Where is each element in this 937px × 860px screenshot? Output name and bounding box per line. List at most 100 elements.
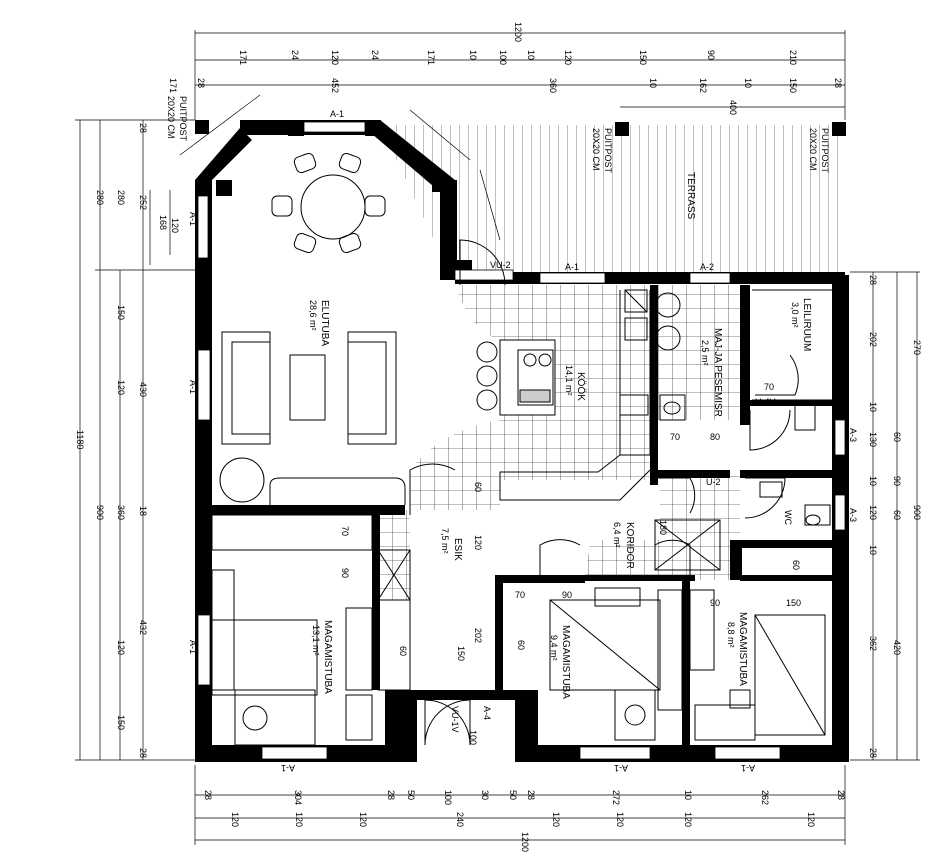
svg-text:150: 150 bbox=[116, 305, 126, 320]
svg-text:240: 240 bbox=[455, 812, 465, 827]
entry-closet bbox=[377, 549, 411, 691]
dims-left: 1180 280 900 280 150 120 360 120 150 28 … bbox=[75, 123, 180, 758]
svg-text:452: 452 bbox=[330, 78, 340, 93]
svg-text:150: 150 bbox=[786, 598, 801, 608]
svg-text:70: 70 bbox=[515, 590, 525, 600]
svg-text:272: 272 bbox=[611, 790, 621, 805]
svg-text:100: 100 bbox=[468, 730, 478, 745]
svg-text:120: 120 bbox=[563, 50, 573, 65]
svg-text:28: 28 bbox=[386, 790, 396, 800]
svg-text:U-4V: U-4V bbox=[755, 397, 776, 407]
post-labels: PUITPOST 20X20 CM PUITPOST 20X20 CM PUIT… bbox=[166, 96, 830, 174]
dims-top: 1200 171 24 120 24 171 10 100 10 120 150… bbox=[168, 22, 843, 115]
svg-text:PUITPOST: PUITPOST bbox=[178, 96, 188, 142]
svg-text:150: 150 bbox=[638, 50, 648, 65]
svg-text:120: 120 bbox=[473, 535, 483, 550]
room-area-mag3: 8,8 m² bbox=[726, 622, 736, 648]
svg-text:24: 24 bbox=[370, 50, 380, 60]
svg-text:420: 420 bbox=[892, 640, 902, 655]
svg-text:900: 900 bbox=[912, 505, 922, 520]
room-name-kook: KÖÖK bbox=[575, 372, 587, 401]
svg-text:10: 10 bbox=[868, 402, 878, 412]
svg-text:150: 150 bbox=[788, 78, 798, 93]
svg-text:150: 150 bbox=[456, 646, 466, 661]
room-name-mag2: MAGAMISTUBA bbox=[560, 625, 571, 699]
svg-text:28: 28 bbox=[526, 790, 536, 800]
svg-text:60: 60 bbox=[892, 432, 902, 442]
svg-text:432: 432 bbox=[138, 620, 148, 635]
svg-text:24: 24 bbox=[290, 50, 300, 60]
svg-text:28: 28 bbox=[868, 748, 878, 758]
svg-text:162: 162 bbox=[698, 78, 708, 93]
svg-text:A-3: A-3 bbox=[848, 508, 858, 522]
svg-text:171: 171 bbox=[426, 50, 436, 65]
svg-text:900: 900 bbox=[95, 505, 105, 520]
svg-text:360: 360 bbox=[548, 78, 558, 93]
svg-text:VU-2: VU-2 bbox=[490, 260, 511, 270]
svg-text:180: 180 bbox=[658, 520, 668, 535]
svg-text:28: 28 bbox=[196, 78, 206, 88]
svg-text:120: 120 bbox=[170, 218, 180, 233]
svg-text:A-2: A-2 bbox=[700, 262, 714, 272]
svg-text:1180: 1180 bbox=[75, 430, 85, 449]
svg-text:A-3: A-3 bbox=[848, 428, 858, 442]
svg-text:10: 10 bbox=[868, 545, 878, 555]
svg-text:70: 70 bbox=[670, 432, 680, 442]
svg-text:28: 28 bbox=[203, 790, 213, 800]
svg-text:168: 168 bbox=[158, 215, 168, 230]
svg-text:60: 60 bbox=[516, 640, 526, 650]
door-vu2[interactable] bbox=[459, 239, 506, 286]
bedroom-furniture bbox=[211, 514, 826, 746]
svg-text:60: 60 bbox=[473, 482, 483, 492]
room-name-esik: ESIK bbox=[452, 538, 463, 561]
living-furniture bbox=[219, 331, 406, 505]
svg-text:28: 28 bbox=[833, 78, 843, 88]
svg-text:28: 28 bbox=[138, 123, 148, 133]
svg-text:120: 120 bbox=[230, 812, 240, 827]
svg-text:280: 280 bbox=[95, 190, 105, 205]
svg-text:28: 28 bbox=[836, 790, 846, 800]
svg-text:202: 202 bbox=[473, 628, 483, 643]
svg-text:70: 70 bbox=[764, 382, 774, 392]
svg-text:10: 10 bbox=[743, 78, 753, 88]
room-name-pesemisr: MAJ-JA PESEMISR bbox=[712, 328, 723, 417]
svg-text:PUITPOST: PUITPOST bbox=[820, 128, 830, 174]
svg-text:120: 120 bbox=[330, 50, 340, 65]
room-area-leiliruum: 3,0 m² bbox=[790, 302, 800, 328]
svg-text:10: 10 bbox=[868, 476, 878, 486]
svg-text:210: 210 bbox=[788, 50, 798, 65]
svg-text:A-1: A-1 bbox=[565, 262, 579, 272]
svg-text:80: 80 bbox=[710, 432, 720, 442]
svg-text:120: 120 bbox=[868, 505, 878, 520]
doors bbox=[409, 239, 799, 746]
svg-text:252: 252 bbox=[138, 195, 148, 210]
svg-text:120: 120 bbox=[358, 812, 368, 827]
room-name-leiliruum: LEILIRUUM bbox=[801, 298, 812, 351]
svg-text:A-1: A-1 bbox=[188, 380, 198, 394]
svg-text:1200: 1200 bbox=[520, 832, 530, 852]
svg-text:U-2: U-2 bbox=[706, 477, 721, 487]
svg-text:262: 262 bbox=[760, 790, 770, 805]
room-name-mag3: MAGAMISTUBA bbox=[737, 612, 748, 686]
svg-text:360: 360 bbox=[116, 505, 126, 520]
svg-text:20X20 CM: 20X20 CM bbox=[808, 128, 818, 171]
room-area-pesemisr: 2,5 m² bbox=[700, 340, 710, 366]
svg-text:120: 120 bbox=[116, 380, 126, 395]
svg-text:A-1: A-1 bbox=[281, 763, 295, 773]
svg-text:28: 28 bbox=[868, 275, 878, 285]
svg-text:A-1: A-1 bbox=[188, 640, 198, 654]
svg-text:90: 90 bbox=[340, 568, 350, 578]
svg-text:90: 90 bbox=[706, 50, 716, 60]
svg-text:10: 10 bbox=[648, 78, 658, 88]
svg-text:PUITPOST: PUITPOST bbox=[603, 128, 613, 174]
room-name-terrass: TERRASS bbox=[685, 172, 696, 220]
room-area-esik: 7,5 m² bbox=[440, 528, 450, 554]
svg-text:202: 202 bbox=[868, 332, 878, 347]
svg-text:A-1: A-1 bbox=[330, 109, 344, 119]
svg-text:304: 304 bbox=[293, 790, 303, 805]
windows bbox=[197, 121, 846, 760]
svg-text:120: 120 bbox=[551, 812, 561, 827]
svg-text:120: 120 bbox=[116, 640, 126, 655]
room-area-mag2: 9,4 m² bbox=[549, 635, 559, 661]
svg-text:28: 28 bbox=[138, 748, 148, 758]
